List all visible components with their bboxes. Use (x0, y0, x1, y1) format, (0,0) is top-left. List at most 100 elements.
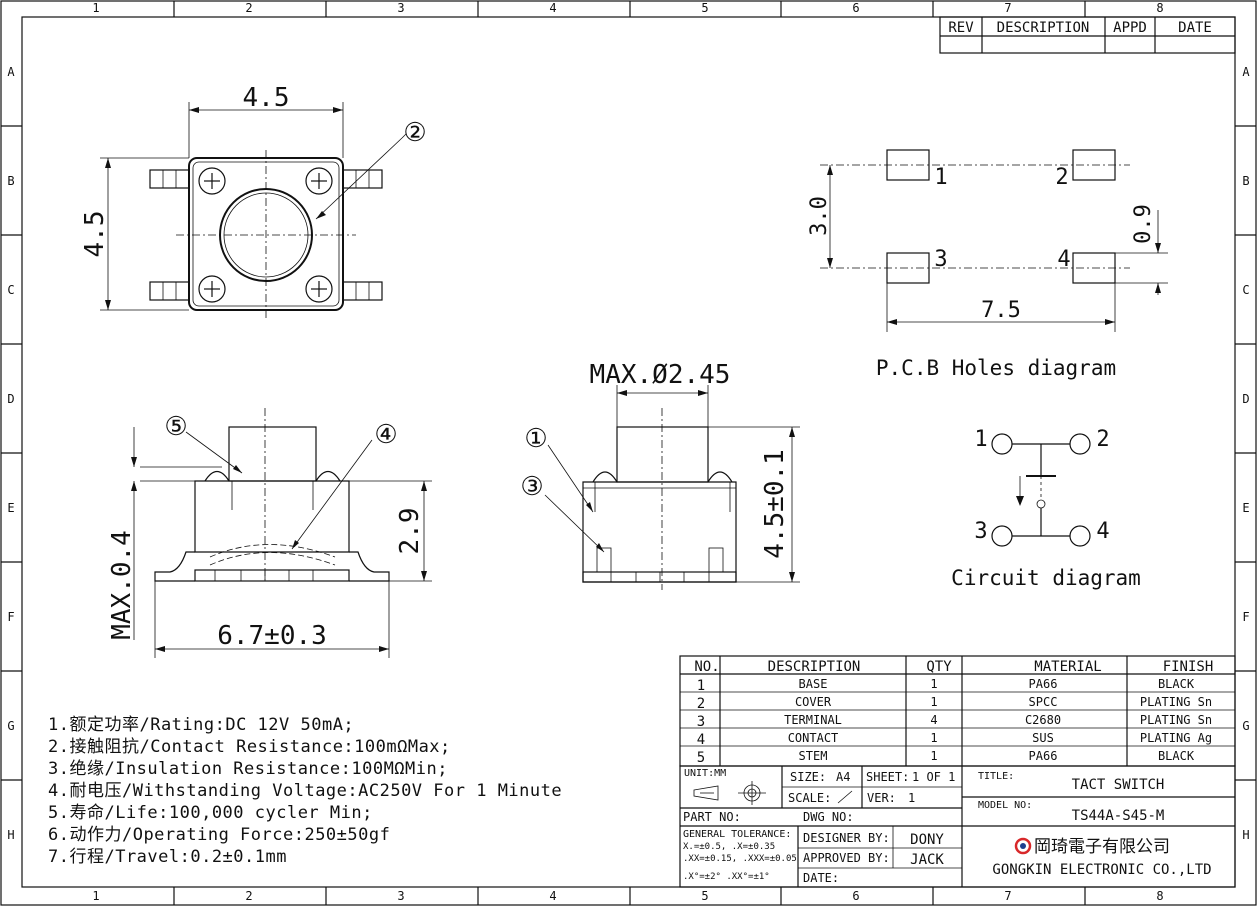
projection-symbol (693, 781, 766, 805)
part-material: C2680 (1025, 713, 1061, 727)
pcb-pad-3 (886, 252, 930, 284)
rev-description-header: DESCRIPTION (997, 20, 1090, 36)
callout-5: ⑤ (164, 412, 187, 442)
approved-value: JACK (910, 852, 944, 868)
callout-2: ② (403, 118, 426, 148)
scale-label: SCALE: (788, 791, 831, 805)
zone-row-g-right: G (1242, 719, 1249, 733)
zone-row-d: D (7, 392, 14, 406)
top-height-dim: 4.5 (80, 211, 110, 258)
model-label: MODEL NO: (978, 800, 1032, 811)
side-view: 2.9 MAX.0.4 6.7±0.3 ⑤ ④ (107, 408, 432, 658)
pcb-pad-2 (1072, 149, 1116, 181)
pcb-pad-1 (886, 149, 930, 181)
zone-row-a: A (7, 65, 15, 79)
unit-label: UNIT:MM (684, 768, 726, 779)
top-view: 4.5 4.5 ② (80, 83, 427, 318)
pcb-vertical-dim: 3.0 (807, 196, 832, 236)
pcb-pad-label-3: 3 (934, 247, 947, 272)
part-no: 5 (697, 750, 705, 766)
part-finish: PLATING Sn (1140, 713, 1212, 727)
zone-col-8-bottom: 8 (1156, 889, 1163, 903)
zone-col-1: 1 (92, 1, 99, 15)
zone-col-1-bottom: 1 (92, 889, 99, 903)
part-finish: BLACK (1158, 677, 1195, 691)
part-qty: 1 (930, 749, 937, 763)
part-material: PA66 (1029, 749, 1058, 763)
company-name-cn: 岡琦電子有限公司 (1034, 837, 1170, 857)
zone-row-g: G (7, 719, 14, 733)
part-no-label: PART NO: (683, 810, 741, 824)
sheet-value: 1 OF 1 (912, 770, 955, 784)
zone-row-d-right: D (1242, 392, 1249, 406)
model-value: TS44A-S45-M (1072, 808, 1165, 824)
sheet-label: SHEET: (866, 770, 909, 784)
pcb-pad-label-1: 1 (934, 165, 947, 190)
note-life: 5.寿命/Life:100,000 cycler Min; (48, 803, 373, 823)
spec-notes: 1.额定功率/Rating:DC 12V 50mA; 2.接触阻抗/Contac… (48, 715, 562, 867)
parts-material-header: MATERIAL (1034, 659, 1101, 675)
pcb-width-dim: 7.5 (981, 298, 1021, 323)
size-value: A4 (836, 770, 850, 784)
front-diameter-dim: MAX.Ø2.45 (590, 360, 731, 390)
circuit-caption: Circuit diagram (951, 566, 1141, 590)
company-logo (1014, 837, 1032, 855)
pcb-caption: P.C.B Holes diagram (876, 356, 1116, 380)
revision-table: REV DESCRIPTION APPD DATE (939, 16, 1236, 54)
note-operating-force: 6.动作力/Operating Force:250±50gf (48, 825, 390, 845)
title-label: TITLE: (978, 771, 1014, 782)
size-label: SIZE: (790, 770, 826, 784)
zone-col-6-bottom: 6 (852, 889, 859, 903)
rev-appd-header: APPD (1113, 20, 1147, 36)
front-view: MAX.Ø2.45 4.5±0.1 ① ③ (520, 360, 800, 590)
part-qty: 1 (930, 695, 937, 709)
note-rating: 1.额定功率/Rating:DC 12V 50mA; (48, 715, 354, 735)
zone-col-2: 2 (245, 1, 252, 15)
title-block: UNIT:MM SIZE: A4 SHEET: 1 OF 1 SCALE: VE… (679, 765, 1236, 888)
parts-no-header: NO. (694, 659, 719, 675)
part-material: SUS (1032, 731, 1054, 745)
side-width-dim: 6.7±0.3 (217, 621, 327, 651)
side-height-dim: 2.9 (395, 508, 425, 555)
note-insulation: 3.绝缘/Insulation Resistance:100MΩMin; (48, 759, 448, 779)
zone-col-8: 8 (1156, 1, 1163, 15)
circuit-pin-1: 1 (974, 427, 987, 452)
front-height-dim: 4.5±0.1 (760, 449, 790, 559)
part-description: COVER (795, 695, 832, 709)
part-description: TERMINAL (784, 713, 842, 727)
pcb-pad-label-2: 2 (1055, 165, 1068, 190)
part-description: BASE (799, 677, 828, 691)
zone-rows-left: A B C D E F G H (7, 65, 15, 842)
zone-col-7-bottom: 7 (1004, 889, 1011, 903)
note-contact-resistance: 2.接触阻抗/Contact Resistance:100mΩMax; (48, 737, 451, 757)
parts-qty-header: QTY (926, 659, 952, 675)
zone-row-c: C (7, 283, 14, 297)
callout-4: ④ (374, 420, 397, 450)
pcb-pad-height-dim: 0.9 (1131, 204, 1156, 244)
part-material: PA66 (1029, 677, 1058, 691)
zone-row-b: B (7, 174, 14, 188)
rev-date-header: DATE (1178, 20, 1212, 36)
tolerance-title: GENERAL TOLERANCE: (683, 829, 791, 840)
zone-row-e: E (7, 501, 14, 515)
part-no: 3 (697, 714, 705, 730)
parts-table: NO. DESCRIPTION QTY MATERIAL FINISH (679, 655, 1236, 767)
title-value: TACT SWITCH (1072, 777, 1165, 793)
circuit-pin-3: 3 (974, 519, 987, 544)
part-no: 1 (697, 678, 705, 694)
zone-row-b-right: B (1242, 174, 1249, 188)
zone-columns-top: 1 2 3 4 5 6 7 8 (92, 1, 1163, 15)
zone-col-5: 5 (701, 1, 708, 15)
pcb-pad-4 (1072, 252, 1116, 284)
parts-finish-header: FINISH (1163, 659, 1214, 675)
note-travel: 7.行程/Travel:0.2±0.1mm (48, 847, 287, 867)
zone-row-c-right: C (1242, 283, 1249, 297)
zone-col-5-bottom: 5 (701, 889, 708, 903)
